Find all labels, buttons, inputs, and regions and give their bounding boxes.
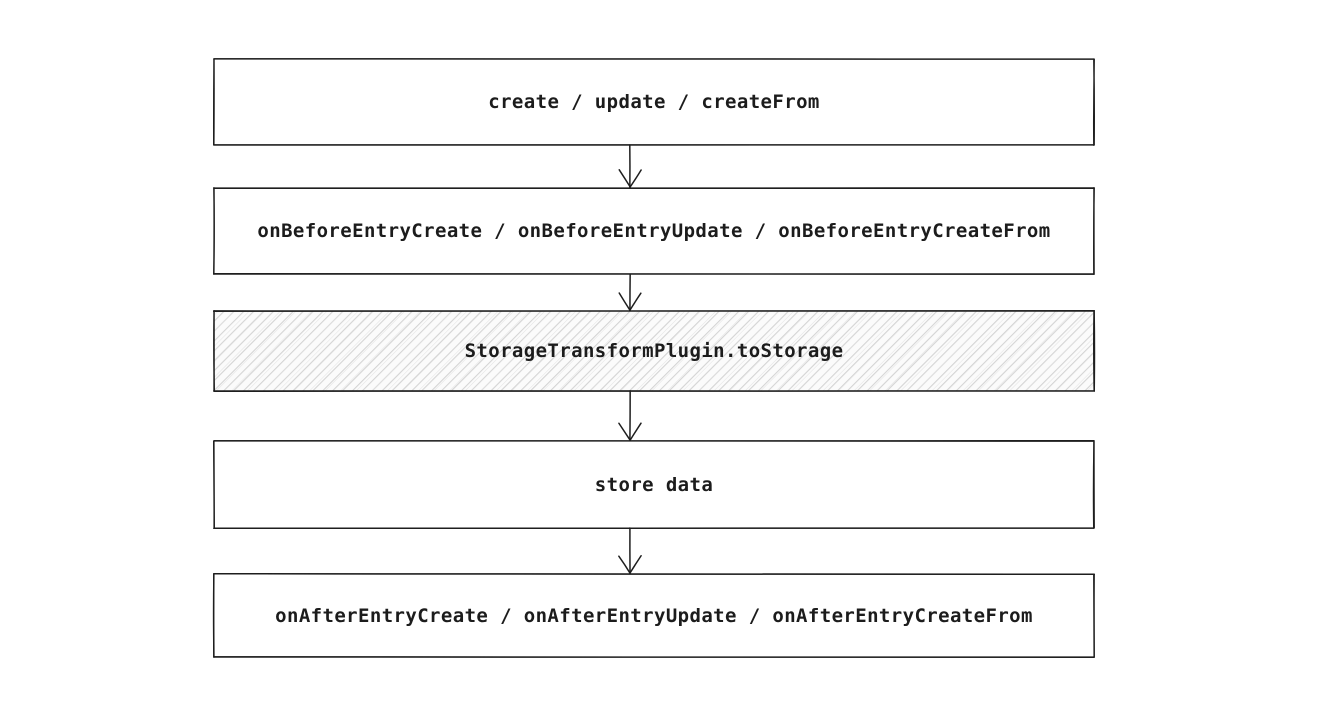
flow-node — [212, 58, 1095, 146]
flow-node — [213, 440, 1095, 530]
flow-node — [213, 187, 1095, 276]
flow-edge — [618, 144, 642, 188]
hatch-fill-overlay — [214, 311, 1094, 391]
flow-edge — [618, 273, 642, 311]
flow-node — [212, 309, 1096, 392]
flow-edge — [618, 390, 642, 441]
nodes-layer — [212, 58, 1096, 658]
flow-edge — [618, 527, 642, 574]
edges-layer — [618, 144, 642, 574]
flow-node — [212, 572, 1096, 658]
